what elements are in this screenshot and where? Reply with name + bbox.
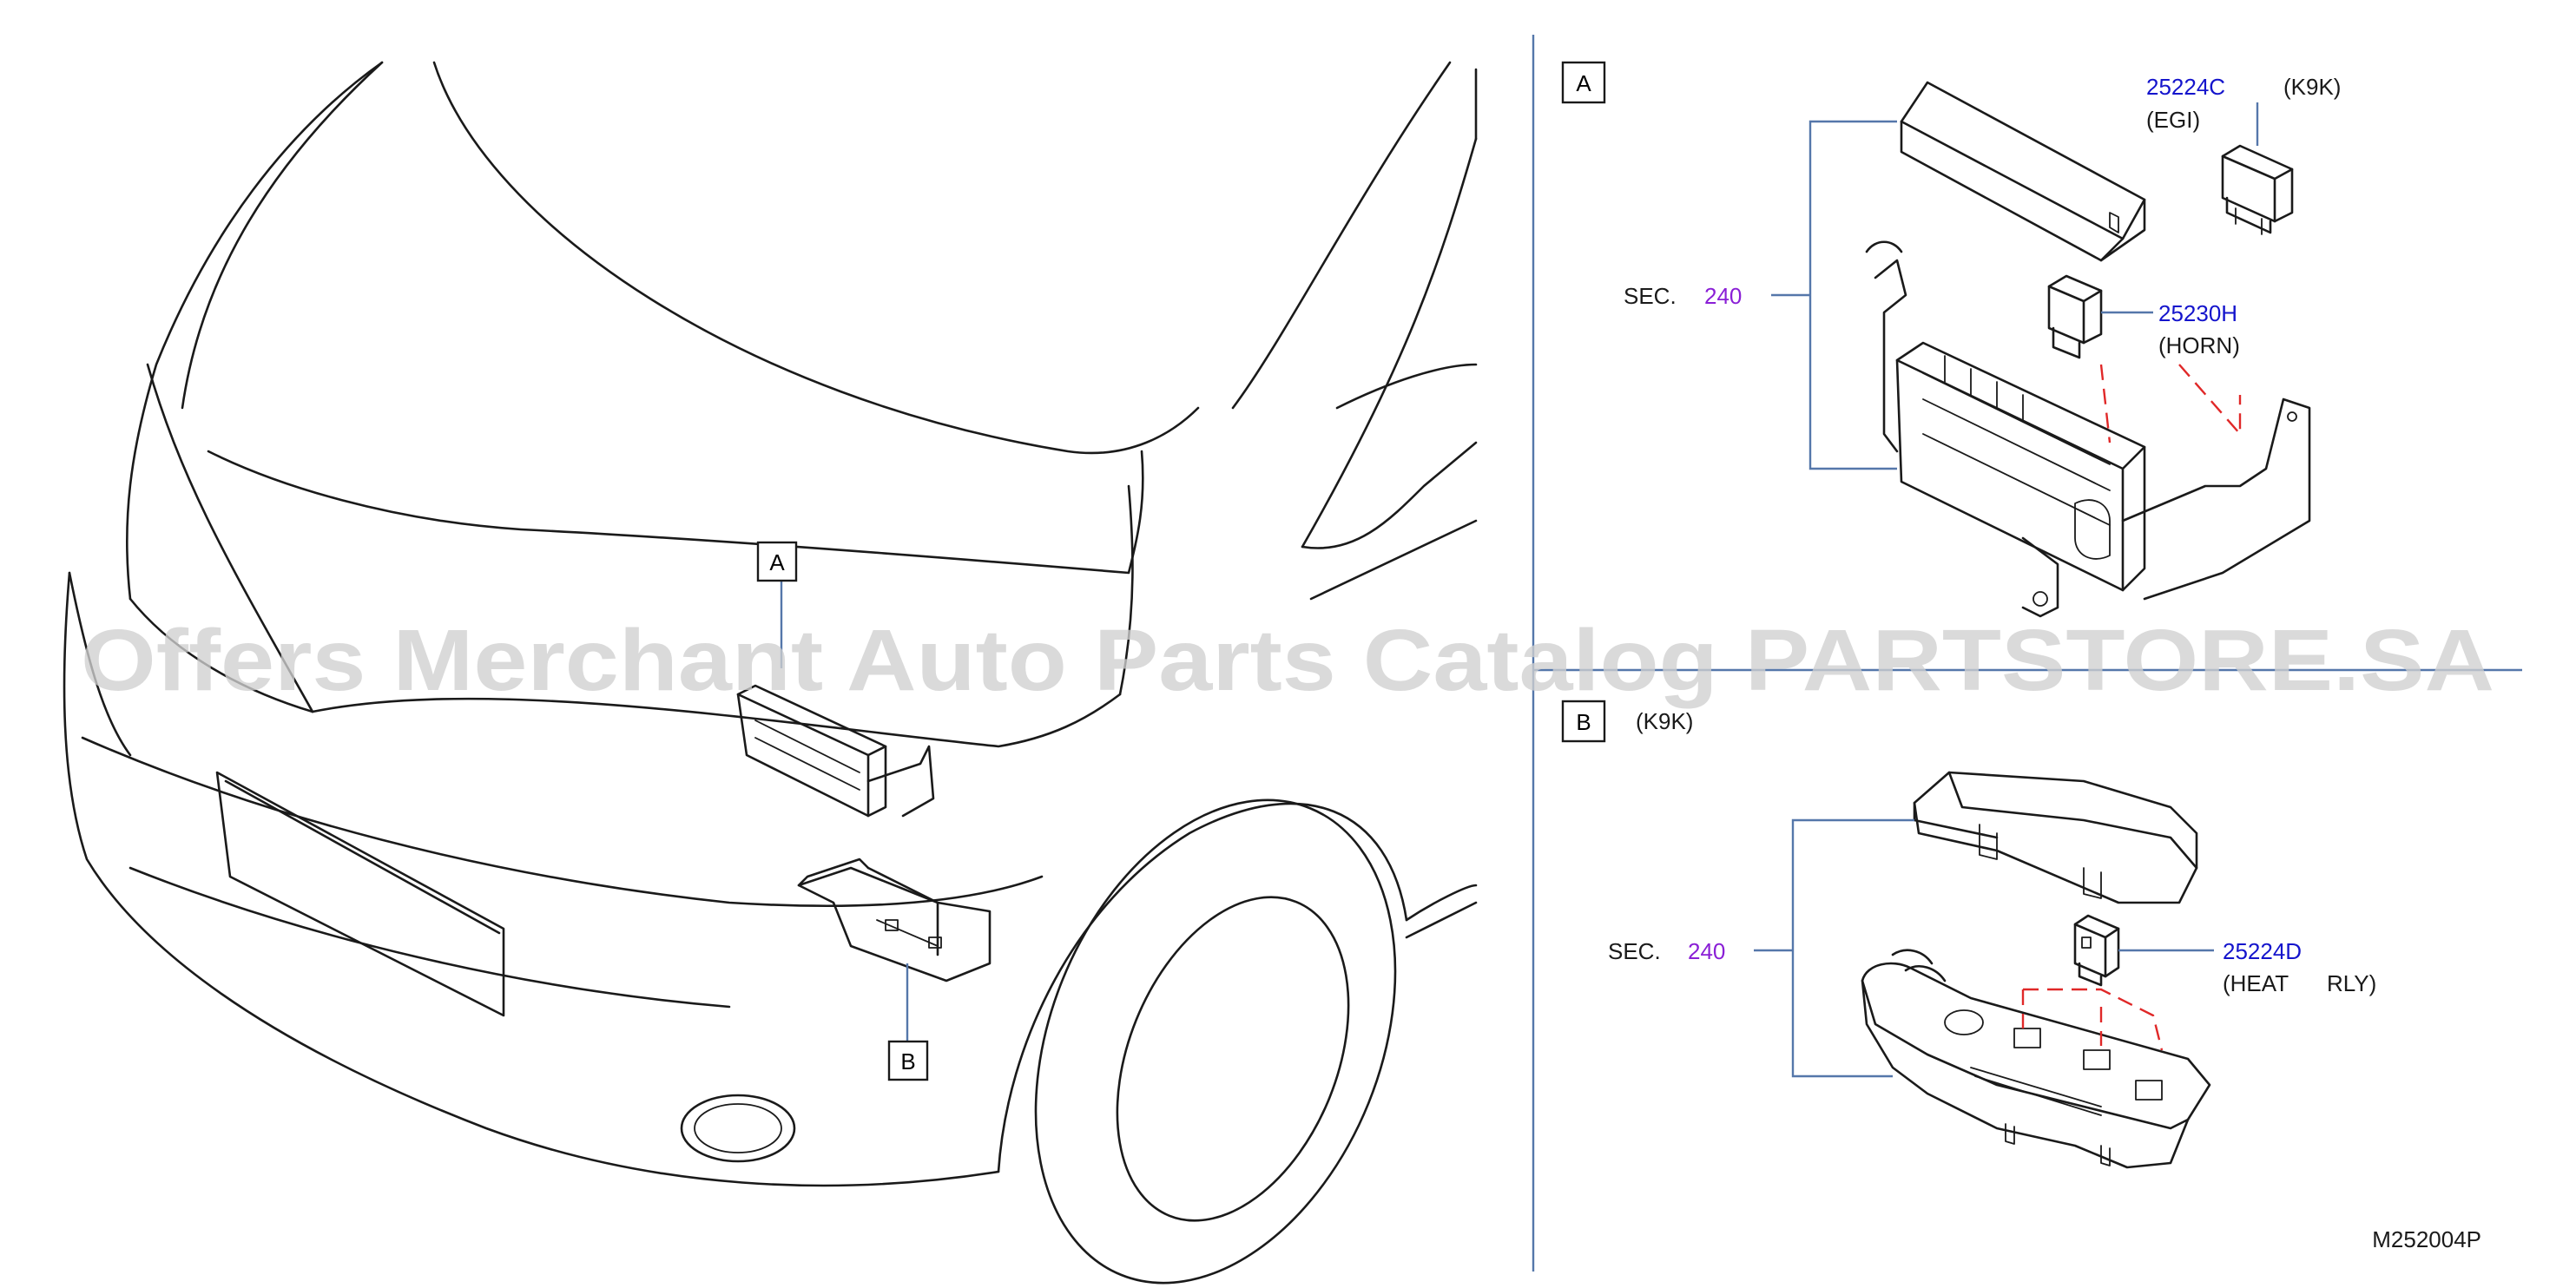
part-link-25224c[interactable]: 25224C <box>2146 74 2225 100</box>
sec-240-bracket-b <box>1754 818 1914 1078</box>
fuse-box-body-a <box>1865 240 2311 618</box>
part-desc-heat-rly: (HEAT <box>2223 970 2289 996</box>
part-desc-heat-rly-2: RLY) <box>2327 970 2376 996</box>
vehicle-front-illustration: A B <box>63 61 1478 1285</box>
svg-text:SEC.: SEC. <box>1624 283 1677 309</box>
detail-b-letter-box: B <box>1561 700 1606 743</box>
part-desc-horn: (HORN) <box>2158 332 2240 358</box>
detail-a: A <box>1561 61 2341 618</box>
fuse-box-cover-a <box>1900 81 2146 262</box>
part-link-25230h[interactable]: 25230H <box>2158 300 2237 326</box>
sec-240-label-a: SEC. 240 <box>1624 283 1742 309</box>
relay-25230h <box>2047 274 2103 359</box>
fuse-box-cover-b <box>1913 771 2198 904</box>
callout-a-box: A <box>756 541 798 582</box>
part-desc-egi: (EGI) <box>2146 107 2200 133</box>
svg-text:A: A <box>1576 70 1591 96</box>
svg-text:B: B <box>1576 709 1591 735</box>
sec-240-link-b[interactable]: 240 <box>1688 938 1725 964</box>
model-label-k9k-b: (K9K) <box>1636 708 1693 734</box>
part-link-25224d[interactable]: 25224D <box>2223 938 2302 964</box>
svg-text:B: B <box>900 1048 915 1074</box>
svg-text:SEC.: SEC. <box>1608 938 1661 964</box>
detail-a-letter-box: A <box>1561 61 1606 104</box>
sec-240-link-a[interactable]: 240 <box>1704 283 1742 309</box>
detail-b: B (K9K) <box>1561 700 2376 1169</box>
fuse-box-b-overview <box>797 858 992 982</box>
sec-240-label-b: SEC. 240 <box>1608 938 1725 964</box>
callout-b-box: B <box>887 1040 929 1081</box>
relay-25224c <box>2221 144 2294 235</box>
fuse-box-body-b <box>1861 949 2211 1169</box>
fuse-box-a-overview <box>736 684 935 818</box>
diagram-code: M252004P <box>2372 1226 2481 1252</box>
sec-240-bracket-a <box>1771 120 1897 470</box>
model-label-k9k-a: (K9K) <box>2283 74 2341 100</box>
watermark-text: Offers Merchant Auto Parts Catalog PARTS… <box>81 612 2494 709</box>
relay-25224d <box>2073 914 2120 987</box>
svg-text:A: A <box>769 549 785 575</box>
